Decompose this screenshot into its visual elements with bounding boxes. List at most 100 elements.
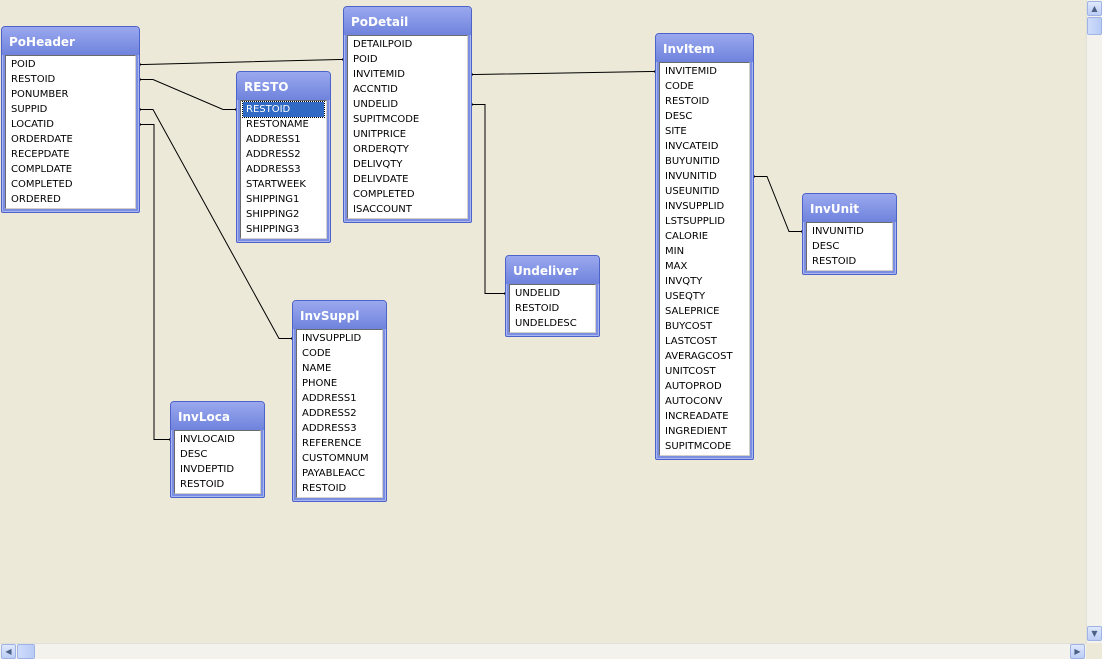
field-invitemid[interactable]: INVITEMID — [353, 69, 405, 80]
field-invcateid[interactable]: INVCATEID — [665, 141, 719, 152]
field-max[interactable]: MAX — [665, 261, 688, 272]
scroll-left-icon[interactable]: ◀ — [1, 644, 16, 659]
field-supitmcode[interactable]: SUPITMCODE — [665, 441, 732, 452]
field-restoid[interactable]: RESTOID — [665, 96, 710, 107]
horizontal-scrollbar[interactable]: ◀ ▶ — [0, 643, 1086, 659]
field-list[interactable]: INVUNITID DESC RESTOID — [806, 222, 893, 271]
field-restoid[interactable]: RESTOID — [812, 256, 857, 267]
field-address1[interactable]: ADDRESS1 — [302, 393, 357, 404]
field-address3[interactable]: ADDRESS3 — [302, 423, 357, 434]
field-poid[interactable]: POID — [11, 59, 36, 70]
field-suppid[interactable]: SUPPID — [11, 104, 48, 115]
field-locatid[interactable]: LOCATID — [11, 119, 54, 130]
field-calorie[interactable]: CALORIE — [665, 231, 709, 242]
field-address2[interactable]: ADDRESS2 — [302, 408, 357, 419]
field-recepdate[interactable]: RECEPDATE — [11, 149, 70, 160]
field-delivdate[interactable]: DELIVDATE — [353, 174, 409, 185]
field-list[interactable]: INVLOCAID DESC INVDEPTID RESTOID — [174, 430, 261, 494]
field-saleprice[interactable]: SALEPRICE — [665, 306, 720, 317]
table-title[interactable]: RESTO — [237, 72, 330, 100]
table-title[interactable]: Undeliver — [506, 256, 599, 284]
field-autoprod[interactable]: AUTOPROD — [665, 381, 722, 392]
field-shipping1[interactable]: SHIPPING1 — [246, 194, 300, 205]
relationship-line[interactable] — [139, 59, 344, 65]
field-restoid[interactable]: RESTOID — [242, 101, 325, 118]
vertical-scrollbar[interactable]: ▲ ▼ — [1086, 0, 1102, 643]
field-customnum[interactable]: CUSTOMNUM — [302, 453, 369, 464]
field-invlocaid[interactable]: INVLOCAID — [180, 434, 235, 445]
field-ordered[interactable]: ORDERED — [11, 194, 61, 205]
field-address3[interactable]: ADDRESS3 — [246, 164, 301, 175]
field-restoid[interactable]: RESTOID — [180, 479, 225, 490]
field-invunitid[interactable]: INVUNITID — [665, 171, 717, 182]
scroll-up-icon[interactable]: ▲ — [1087, 1, 1102, 16]
field-useqty[interactable]: USEQTY — [665, 291, 706, 302]
scroll-down-icon[interactable]: ▼ — [1087, 626, 1102, 641]
field-orderqty[interactable]: ORDERQTY — [353, 144, 409, 155]
field-min[interactable]: MIN — [665, 246, 685, 257]
field-isaccount[interactable]: ISACCOUNT — [353, 204, 412, 215]
horizontal-scroll-thumb[interactable] — [17, 644, 35, 659]
field-shipping2[interactable]: SHIPPING2 — [246, 209, 300, 220]
field-restoid[interactable]: RESTOID — [515, 303, 560, 314]
field-detailpoid[interactable]: DETAILPOID — [353, 39, 413, 50]
field-invqty[interactable]: INVQTY — [665, 276, 703, 287]
field-completed[interactable]: COMPLETED — [353, 189, 415, 200]
field-lastcost[interactable]: LASTCOST — [665, 336, 717, 347]
field-orderdate[interactable]: ORDERDATE — [11, 134, 73, 145]
scroll-right-icon[interactable]: ▶ — [1070, 644, 1085, 659]
field-poid[interactable]: POID — [353, 54, 378, 65]
field-startweek[interactable]: STARTWEEK — [246, 179, 306, 190]
relationship-line[interactable] — [139, 124, 171, 440]
table-title[interactable]: InvSuppl — [293, 301, 386, 329]
field-averagcost[interactable]: AVERAGCOST — [665, 351, 733, 362]
table-title[interactable]: PoDetail — [344, 7, 471, 35]
field-invitemid[interactable]: INVITEMID — [665, 66, 717, 77]
field-payableacc[interactable]: PAYABLEACC — [302, 468, 366, 479]
field-unitprice[interactable]: UNITPRICE — [353, 129, 407, 140]
field-desc[interactable]: DESC — [812, 241, 840, 252]
field-autoconv[interactable]: AUTOCONV — [665, 396, 723, 407]
table-title[interactable]: InvLoca — [171, 402, 264, 430]
field-buycost[interactable]: BUYCOST — [665, 321, 713, 332]
field-shipping3[interactable]: SHIPPING3 — [246, 224, 300, 235]
table-title[interactable]: PoHeader — [2, 27, 139, 55]
relationship-line[interactable] — [471, 104, 506, 294]
field-buyunitid[interactable]: BUYUNITID — [665, 156, 720, 167]
relationship-line[interactable] — [471, 71, 656, 75]
field-address1[interactable]: ADDRESS1 — [246, 134, 301, 145]
field-invsupplid[interactable]: INVSUPPLID — [665, 201, 725, 212]
field-invdeptid[interactable]: INVDEPTID — [180, 464, 235, 475]
field-desc[interactable]: DESC — [180, 449, 208, 460]
field-ponumber[interactable]: PONUMBER — [11, 89, 69, 100]
field-increadate[interactable]: INCREADATE — [665, 411, 729, 422]
field-lstsupplid[interactable]: LSTSUPPLID — [665, 216, 725, 227]
field-useunitid[interactable]: USEUNITID — [665, 186, 720, 197]
vertical-scroll-thumb[interactable] — [1087, 17, 1102, 35]
field-restoname[interactable]: RESTONAME — [246, 119, 309, 130]
relationship-line[interactable] — [139, 109, 293, 339]
field-undelid[interactable]: UNDELID — [515, 288, 561, 299]
field-invsupplid[interactable]: INVSUPPLID — [302, 333, 362, 344]
field-undelid[interactable]: UNDELID — [353, 99, 399, 110]
field-completed[interactable]: COMPLETED — [11, 179, 73, 190]
field-unitcost[interactable]: UNITCOST — [665, 366, 716, 377]
field-code[interactable]: CODE — [302, 348, 331, 359]
table-title[interactable]: InvItem — [656, 34, 753, 62]
field-desc[interactable]: DESC — [665, 111, 693, 122]
field-supitmcode[interactable]: SUPITMCODE — [353, 114, 420, 125]
field-address2[interactable]: ADDRESS2 — [246, 149, 301, 160]
field-delivqty[interactable]: DELIVQTY — [353, 159, 403, 170]
field-invunitid[interactable]: INVUNITID — [812, 226, 864, 237]
